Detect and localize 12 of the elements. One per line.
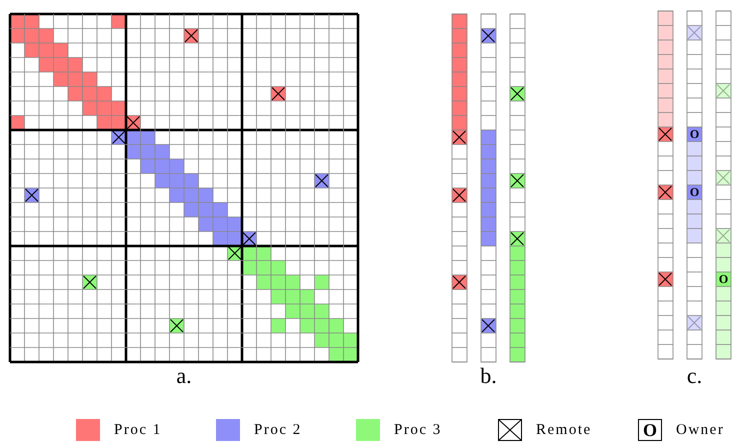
owner-symbol: O — [638, 419, 662, 441]
legend-label: Proc 3 — [394, 421, 442, 439]
legend-label: Remote — [536, 421, 592, 439]
legend-label: Owner — [676, 421, 724, 439]
legend-label: Proc 1 — [114, 421, 162, 439]
owner-mark: O — [688, 185, 700, 199]
panel-label: c. — [686, 364, 704, 388]
panel-label: a. — [175, 364, 193, 388]
panel-label: b. — [479, 364, 498, 388]
owner-mark: O — [688, 127, 700, 141]
legend-label: Proc 2 — [254, 421, 302, 439]
owner-mark: O — [718, 272, 730, 286]
